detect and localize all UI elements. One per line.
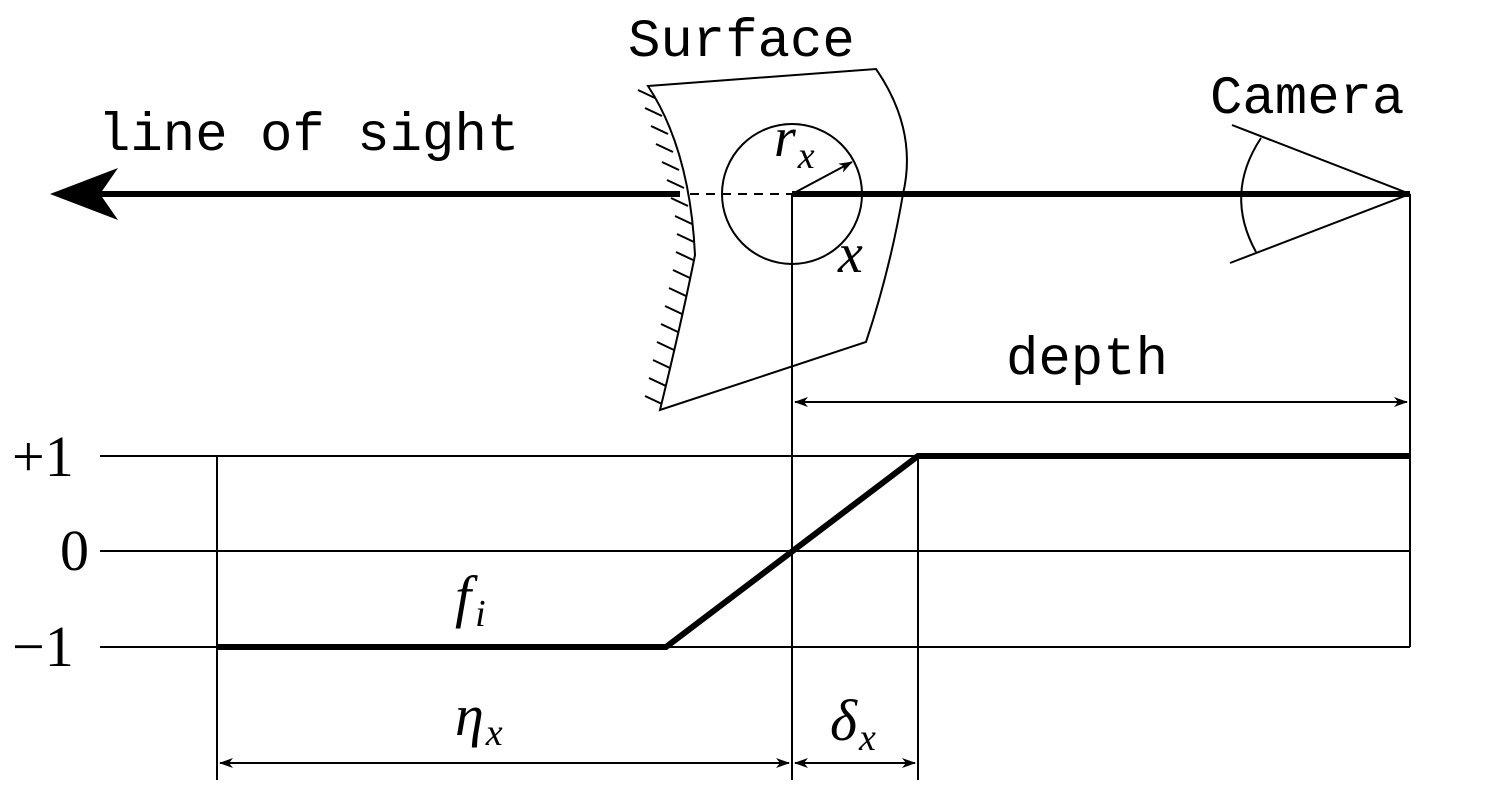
delta-label: δx [830, 688, 876, 759]
camera-label: Camera [1210, 69, 1404, 130]
point-x-label: x [837, 223, 863, 285]
line-of-sight [50, 168, 1410, 220]
axis-zero: 0 [60, 518, 89, 583]
tsdf-curve [217, 453, 1410, 650]
surface-hatching [637, 89, 695, 405]
line-of-sight-arrowhead [50, 168, 118, 220]
surface-label: Surface [628, 12, 855, 73]
surface-patch [646, 67, 908, 412]
axis-minus-one: −1 [12, 614, 74, 679]
camera-icon [1229, 124, 1411, 264]
axis-plus-one: +1 [12, 424, 74, 489]
radius-label: rx [774, 107, 815, 177]
depth-label: depth [1006, 330, 1168, 391]
line-of-sight-label: line of sight [98, 106, 519, 167]
eta-label: ηx [455, 683, 503, 754]
